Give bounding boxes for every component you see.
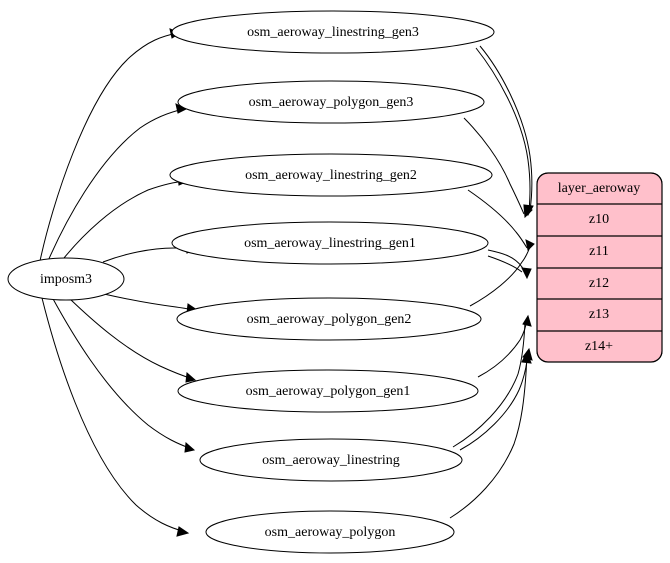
node-imposm3-label: imposm3 <box>40 272 92 287</box>
edge-linestring-to-z13 <box>452 321 526 448</box>
node-osm-aeroway-linestring-gen2-label: osm_aeroway_linestring_gen2 <box>245 168 417 183</box>
layer-aeroway-row-z11[interactable]: z11 <box>589 244 609 259</box>
layer-aeroway-row-z12[interactable]: z12 <box>589 276 609 291</box>
layer-aeroway-outline <box>536 172 663 363</box>
edge-imposm3-to-polygon-gen3 <box>47 103 188 262</box>
node-layer-aeroway-table[interactable]: layer_aeroway z10 z11 z12 z13 z14+ <box>536 172 663 363</box>
edge-linestring-gen1-to-z12 <box>487 249 532 280</box>
node-osm-aeroway-polygon-gen3[interactable]: osm_aeroway_polygon_gen3 <box>177 80 485 124</box>
layer-aeroway-header-label: layer_aeroway <box>558 181 640 196</box>
node-osm-aeroway-linestring-shape[interactable] <box>199 438 463 482</box>
node-osm-aeroway-polygon-gen3-label: osm_aeroway_polygon_gen3 <box>249 95 414 110</box>
node-osm-aeroway-linestring-gen3-label: osm_aeroway_linestring_gen3 <box>247 25 419 40</box>
node-osm-aeroway-linestring-gen1-shape[interactable] <box>171 221 489 265</box>
node-imposm3-shape[interactable] <box>7 257 125 301</box>
node-osm-aeroway-polygon-label: osm_aeroway_polygon <box>265 525 396 540</box>
edge-imposm3-to-polygon-gen2 <box>103 293 199 314</box>
node-osm-aeroway-linestring-gen2[interactable]: osm_aeroway_linestring_gen2 <box>169 153 493 197</box>
node-osm-aeroway-polygon-shape[interactable] <box>205 510 455 554</box>
node-osm-aeroway-linestring-gen3[interactable]: osm_aeroway_linestring_gen3 <box>171 10 495 54</box>
node-osm-aeroway-polygon-gen2-label: osm_aeroway_polygon_gen2 <box>247 312 412 327</box>
node-osm-aeroway-polygon-gen1-shape[interactable] <box>177 369 479 413</box>
edge-imposm3-to-linestring <box>51 296 196 453</box>
node-osm-aeroway-linestring-gen3-shape[interactable] <box>171 10 495 54</box>
edge-polygon-gen2-to-z11 <box>469 246 531 307</box>
layer-aeroway-row-z13[interactable]: z13 <box>589 307 609 322</box>
node-osm-aeroway-polygon-gen3-shape[interactable] <box>177 80 485 124</box>
node-osm-aeroway-polygon-gen2[interactable]: osm_aeroway_polygon_gen2 <box>176 297 482 341</box>
edge-polygon-to-z14 <box>449 350 532 519</box>
edge-group-tables-to-layer <box>449 45 535 519</box>
node-osm-aeroway-polygon-gen2-shape[interactable] <box>176 297 482 341</box>
edge-polygon-gen3-to-z10 <box>463 117 533 219</box>
edge-linestring-gen2-to-z11 <box>467 189 535 252</box>
layer-aeroway-row-z14plus[interactable]: z14+ <box>585 339 613 354</box>
node-osm-aeroway-linestring-gen2-shape[interactable] <box>169 153 493 197</box>
layer-aeroway-row-z10[interactable]: z10 <box>589 212 609 227</box>
edge-imposm3-to-polygon <box>41 297 190 537</box>
node-osm-aeroway-linestring-label: osm_aeroway_linestring <box>262 453 400 468</box>
node-osm-aeroway-linestring-gen1[interactable]: osm_aeroway_linestring_gen1 <box>171 221 489 265</box>
node-osm-aeroway-linestring[interactable]: osm_aeroway_linestring <box>199 438 463 482</box>
node-osm-aeroway-polygon-gen1[interactable]: osm_aeroway_polygon_gen1 <box>177 369 479 413</box>
node-imposm3[interactable]: imposm3 <box>7 257 125 301</box>
node-osm-aeroway-polygon[interactable]: osm_aeroway_polygon <box>205 510 455 554</box>
node-osm-aeroway-polygon-gen1-label: osm_aeroway_polygon_gen1 <box>246 384 411 399</box>
edge-imposm3-to-linestring-gen2 <box>63 175 190 259</box>
edge-linestring-gen3-to-z10-b <box>479 45 533 211</box>
edge-imposm3-to-linestring-gen3 <box>39 28 182 262</box>
edge-imposm3-to-polygon-gen1 <box>69 298 197 383</box>
edge-linestring-gen1-to-z12-b <box>487 255 523 273</box>
node-osm-aeroway-linestring-gen1-label: osm_aeroway_linestring_gen1 <box>244 236 416 251</box>
